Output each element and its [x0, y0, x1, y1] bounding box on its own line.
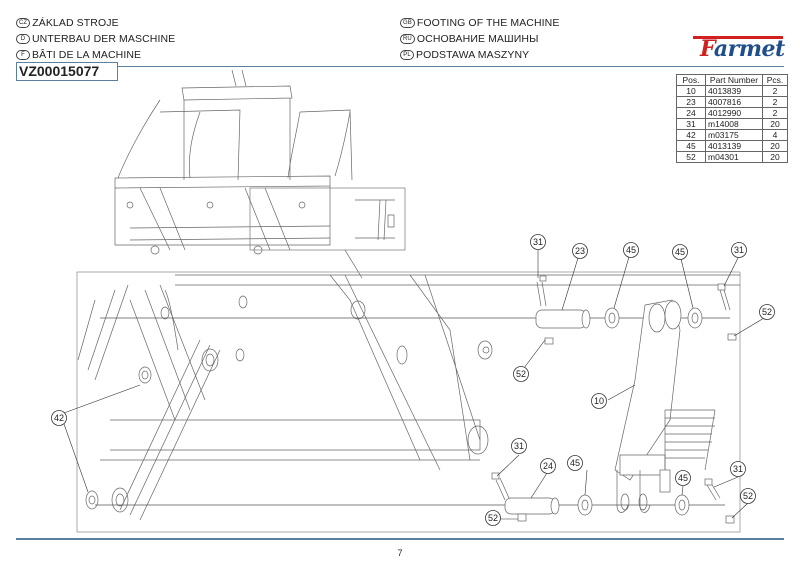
- upper-parts: [535, 275, 737, 345]
- title-cz: CZ ZÁKLAD STROJE: [16, 17, 119, 29]
- callout-label: 42: [54, 413, 64, 423]
- table-header-row: Pos. Part Number Pcs.: [676, 74, 788, 86]
- logo-f: F: [700, 36, 714, 62]
- callout-31: 31: [511, 438, 527, 454]
- lang-badge-ru: RU: [400, 34, 415, 44]
- callout-label: 31: [733, 464, 743, 474]
- callout-45: 45: [672, 244, 688, 260]
- callout-10: 10: [591, 393, 607, 409]
- callout-23: 23: [572, 243, 588, 259]
- callout-label: 24: [543, 461, 553, 471]
- header-rule: [16, 66, 784, 67]
- overview-assembly: [114, 69, 406, 279]
- callout-42: 42: [51, 410, 67, 426]
- callout-31: 31: [530, 234, 546, 250]
- callout-label: 45: [570, 458, 580, 468]
- lang-badge-cz: CZ: [16, 18, 31, 28]
- title-pl: PL PODSTAWA MASZYNY: [400, 49, 529, 61]
- lang-badge-f: F: [16, 50, 30, 60]
- title-text: BÂTI DE LA MACHINE: [32, 49, 142, 61]
- callout-24: 24: [540, 458, 556, 474]
- callout-label: 52: [516, 369, 526, 379]
- title-text: UNTERBAU DER MASCHINE: [32, 33, 176, 45]
- callout-31: 31: [730, 461, 746, 477]
- callout-label: 31: [514, 441, 524, 451]
- logo-rest: armet: [713, 36, 785, 62]
- title-f: F BÂTI DE LA MACHINE: [16, 49, 141, 61]
- title-gb: GB FOOTING OF THE MACHINE: [400, 17, 559, 29]
- lang-badge-pl: PL: [400, 50, 414, 60]
- logo-bar: [693, 36, 783, 39]
- callout-45: 45: [623, 242, 639, 258]
- title-ru: RU ОСНОВАНИЕ МАШИНЫ: [400, 33, 538, 45]
- callout-label: 52: [762, 307, 772, 317]
- callout-52: 52: [759, 304, 775, 320]
- callout-label: 31: [734, 245, 744, 255]
- callouts: 31 23 45 45 31 52 52 10 42 31 24 45 45 3…: [51, 234, 775, 526]
- farmet-logo: Farmet: [700, 36, 785, 62]
- callout-52: 52: [485, 510, 501, 526]
- callout-52: 52: [740, 488, 756, 504]
- lang-badge-gb: GB: [400, 18, 415, 28]
- cell-part-number: m04301: [705, 151, 763, 163]
- callout-52: 52: [513, 366, 529, 382]
- callout-label: 45: [626, 245, 636, 255]
- lang-badge-d: D: [16, 34, 30, 44]
- hydraulic-cylinder: [614, 299, 716, 513]
- callout-label: 45: [675, 247, 685, 257]
- cell-pcs: 2: [762, 107, 788, 119]
- detail-frame: [76, 271, 741, 533]
- page-number: 7: [397, 548, 403, 558]
- document-code: VZ00015077: [16, 62, 118, 81]
- callout-45: 45: [675, 470, 691, 486]
- callout-label: 52: [743, 491, 753, 501]
- title-text: FOOTING OF THE MACHINE: [416, 17, 560, 29]
- leader-lines: [63, 250, 765, 520]
- callout-label: 10: [594, 396, 604, 406]
- title-d: D UNTERBAU DER MASCHINE: [16, 33, 175, 45]
- callout-label: 31: [533, 237, 543, 247]
- cell-pcs: 20: [762, 151, 788, 163]
- callout-45: 45: [567, 455, 583, 471]
- callout-label: 23: [575, 246, 585, 256]
- title-text: PODSTAWA MASZYNY: [416, 49, 530, 61]
- frame-structure: [77, 274, 740, 521]
- title-text: ОСНОВАНИЕ МАШИНЫ: [416, 33, 539, 45]
- callout-label: 45: [678, 473, 688, 483]
- lower-parts: [491, 472, 735, 524]
- title-text: ZÁKLAD STROJE: [32, 17, 119, 29]
- footer-rule: [16, 538, 784, 540]
- callout-31: 31: [731, 242, 747, 258]
- callout-label: 52: [488, 513, 498, 523]
- cell-pcs: 20: [762, 118, 788, 130]
